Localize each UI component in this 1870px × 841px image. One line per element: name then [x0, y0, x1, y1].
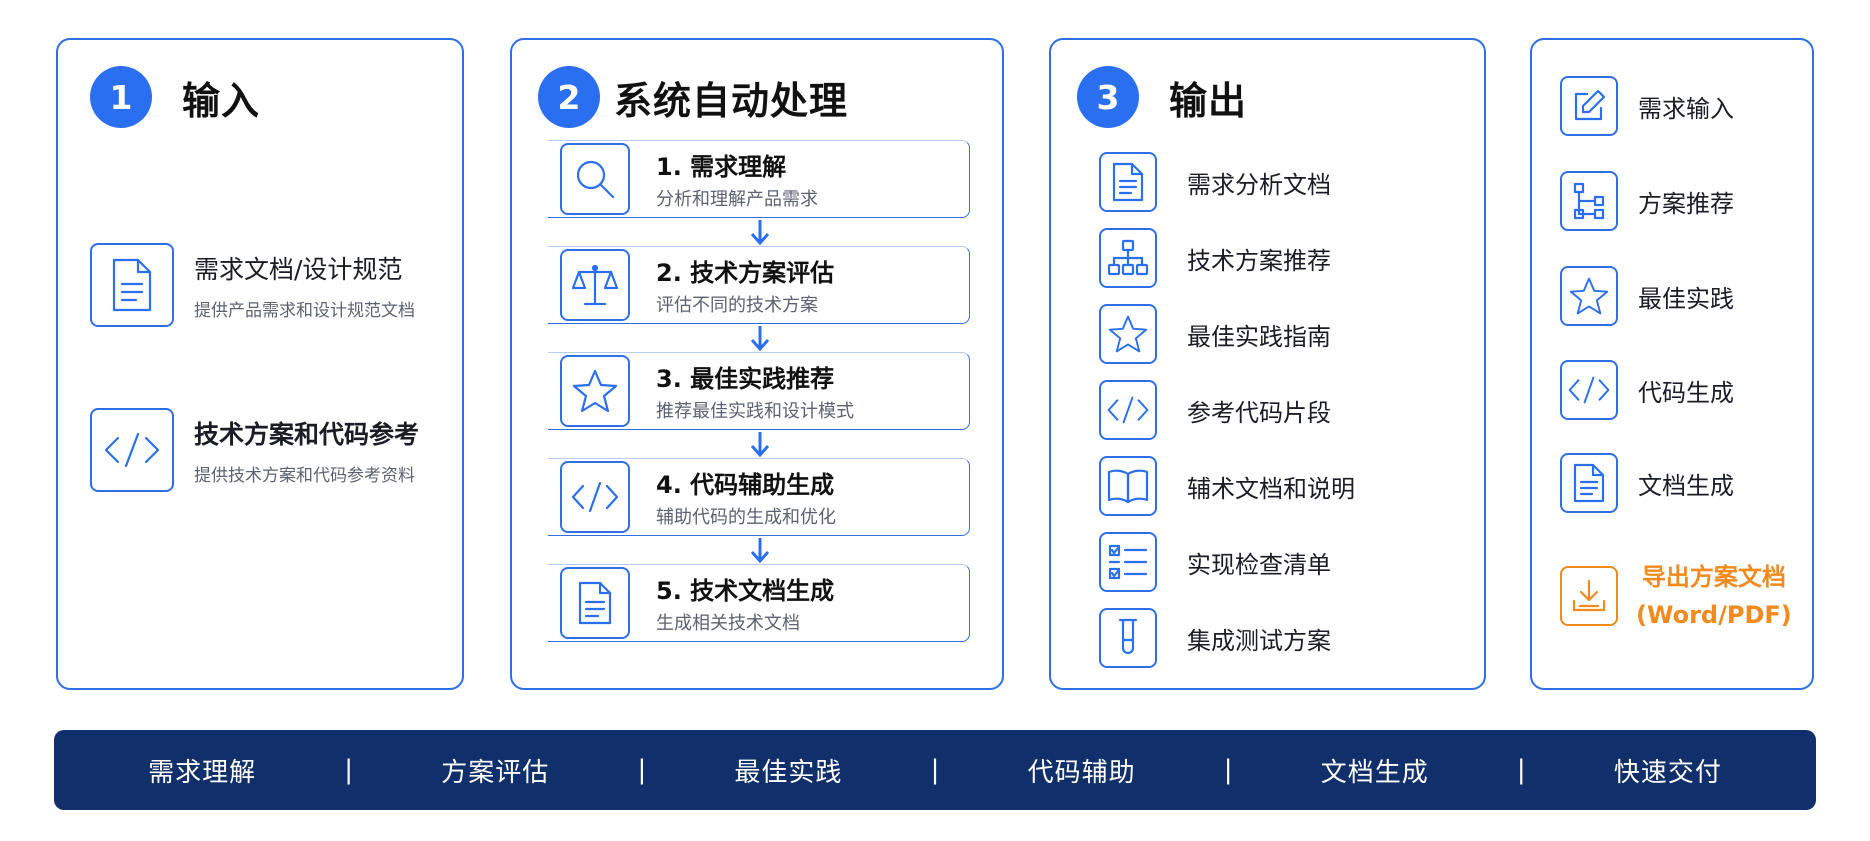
output-item: 实现检查清单: [1099, 532, 1331, 592]
output-item-label: 集成测试方案: [1187, 626, 1331, 655]
input-item-code-reference: 技术方案和代码参考 提供技术方案和代码参考资料: [90, 408, 419, 492]
input-item-desc: 提供产品需求和设计规范文档: [194, 300, 415, 321]
output-title: 输出: [1169, 78, 1248, 123]
output-item: 技术方案推荐: [1099, 228, 1331, 288]
process-step-desc: 生成相关技术文档: [656, 613, 800, 634]
checklist-icon: [1099, 532, 1157, 592]
summary-item-label: 需求输入: [1638, 94, 1734, 123]
document-icon: [90, 243, 174, 327]
summary-item: 代码生成: [1560, 360, 1734, 420]
output-item: 最佳实践指南: [1099, 304, 1331, 364]
document-icon: [1560, 453, 1618, 513]
output-panel: 3 输出 需求分析文档 技术方案推荐 最佳实践指南 参考代码片段 辅术文档和说明: [1049, 38, 1486, 690]
scale-icon: [560, 249, 630, 321]
processing-header: 2 系统自动处理: [538, 66, 848, 128]
tree-icon: [1560, 171, 1618, 231]
output-item-label: 辅术文档和说明: [1187, 474, 1355, 503]
input-header: 1 输入: [90, 66, 260, 128]
summary-item-label: 代码生成: [1638, 378, 1734, 407]
document-icon: [560, 567, 630, 639]
bar-separator: |: [344, 755, 354, 785]
processing-panel: 2 系统自动处理 1. 需求理解 分析和理解产品需求 2. 技术方案评估 评估不…: [510, 38, 1004, 690]
summary-panel: 需求输入 方案推荐 最佳实践 代码生成 文档生成 导出方案文档 (Word/PD…: [1530, 38, 1814, 690]
code-icon: [560, 461, 630, 533]
process-step-title: 2. 技术方案评估: [656, 259, 835, 287]
step-number-badge: 1: [90, 66, 152, 128]
input-panel: 1 输入 需求文档/设计规范 提供产品需求和设计规范文档 技术方案和代码参考 提…: [56, 38, 464, 690]
code-icon: [1099, 380, 1157, 440]
output-item-label: 参考代码片段: [1187, 398, 1331, 427]
code-icon: [90, 408, 174, 492]
bottom-summary-bar: 需求理解 | 方案评估 | 最佳实践 | 代码辅助 | 文档生成 | 快速交付: [54, 730, 1816, 810]
arrow-down-icon: [750, 538, 770, 564]
step-number-badge: 2: [538, 66, 600, 128]
process-step-title: 5. 技术文档生成: [656, 577, 835, 605]
process-step-desc: 分析和理解产品需求: [656, 189, 818, 210]
star-icon: [1099, 304, 1157, 364]
star-icon: [560, 355, 630, 427]
summary-item: 方案推荐: [1560, 171, 1734, 231]
bar-separator: |: [637, 755, 647, 785]
bar-separator: |: [1223, 755, 1233, 785]
output-item-label: 最佳实践指南: [1187, 322, 1331, 351]
summary-item-label: 方案推荐: [1638, 189, 1734, 218]
process-step-title: 3. 最佳实践推荐: [656, 365, 835, 393]
edit-icon: [1560, 76, 1618, 136]
test-tube-icon: [1099, 608, 1157, 668]
process-step: 4. 代码辅助生成 辅助代码的生成和优化: [548, 458, 970, 536]
process-step: 2. 技术方案评估 评估不同的技术方案: [548, 246, 970, 324]
output-item-label: 实现检查清单: [1187, 550, 1331, 579]
summary-item-label: 文档生成: [1638, 471, 1734, 500]
step-number-badge: 3: [1077, 66, 1139, 128]
hierarchy-icon: [1099, 228, 1157, 288]
input-title: 输入: [182, 78, 261, 123]
process-step-title: 1. 需求理解: [656, 153, 787, 181]
arrow-down-icon: [750, 432, 770, 458]
input-item-title: 技术方案和代码参考: [194, 419, 420, 449]
output-item: 参考代码片段: [1099, 380, 1331, 440]
summary-item: 需求输入: [1560, 76, 1734, 136]
bar-item: 需求理解: [148, 757, 257, 788]
bar-item: 最佳实践: [734, 757, 843, 788]
bar-separator: |: [1516, 755, 1526, 785]
bar-separator: |: [930, 755, 940, 785]
export-label: 导出方案文档 (Word/PDF): [1636, 558, 1792, 634]
summary-item-label: 最佳实践: [1638, 284, 1734, 313]
summary-item: 最佳实践: [1560, 266, 1734, 326]
process-step-title: 4. 代码辅助生成: [656, 471, 835, 499]
bar-item: 代码辅助: [1027, 757, 1136, 788]
bar-item: 文档生成: [1320, 757, 1429, 788]
process-step-desc: 评估不同的技术方案: [656, 295, 818, 316]
document-icon: [1099, 152, 1157, 212]
input-item-title: 需求文档/设计规范: [194, 254, 403, 284]
bar-item: 快速交付: [1613, 757, 1722, 788]
bar-item: 方案评估: [441, 757, 550, 788]
process-step-desc: 推荐最佳实践和设计模式: [656, 401, 854, 422]
export-label-line1: 导出方案文档: [1641, 563, 1786, 591]
process-step-desc: 辅助代码的生成和优化: [656, 507, 836, 528]
process-step: 5. 技术文档生成 生成相关技术文档: [548, 564, 970, 642]
export-document-button[interactable]: 导出方案文档 (Word/PDF): [1560, 558, 1792, 634]
download-icon: [1560, 566, 1618, 626]
output-header: 3 输出: [1077, 66, 1247, 128]
process-step: 3. 最佳实践推荐 推荐最佳实践和设计模式: [548, 352, 970, 430]
output-item: 集成测试方案: [1099, 608, 1331, 668]
input-item-requirements: 需求文档/设计规范 提供产品需求和设计规范文档: [90, 243, 415, 327]
output-item: 需求分析文档: [1099, 152, 1331, 212]
code-icon: [1560, 360, 1618, 420]
output-item-label: 需求分析文档: [1187, 170, 1331, 199]
export-label-line2: (Word/PDF): [1636, 601, 1792, 629]
process-step: 1. 需求理解 分析和理解产品需求: [548, 140, 970, 218]
output-item-label: 技术方案推荐: [1187, 246, 1331, 275]
input-item-desc: 提供技术方案和代码参考资料: [194, 465, 415, 486]
arrow-down-icon: [750, 220, 770, 246]
arrow-down-icon: [750, 326, 770, 352]
processing-title: 系统自动处理: [614, 78, 849, 123]
summary-item: 文档生成: [1560, 453, 1734, 513]
output-item: 辅术文档和说明: [1099, 456, 1355, 516]
search-icon: [560, 143, 630, 215]
book-icon: [1099, 456, 1157, 516]
star-icon: [1560, 266, 1618, 326]
